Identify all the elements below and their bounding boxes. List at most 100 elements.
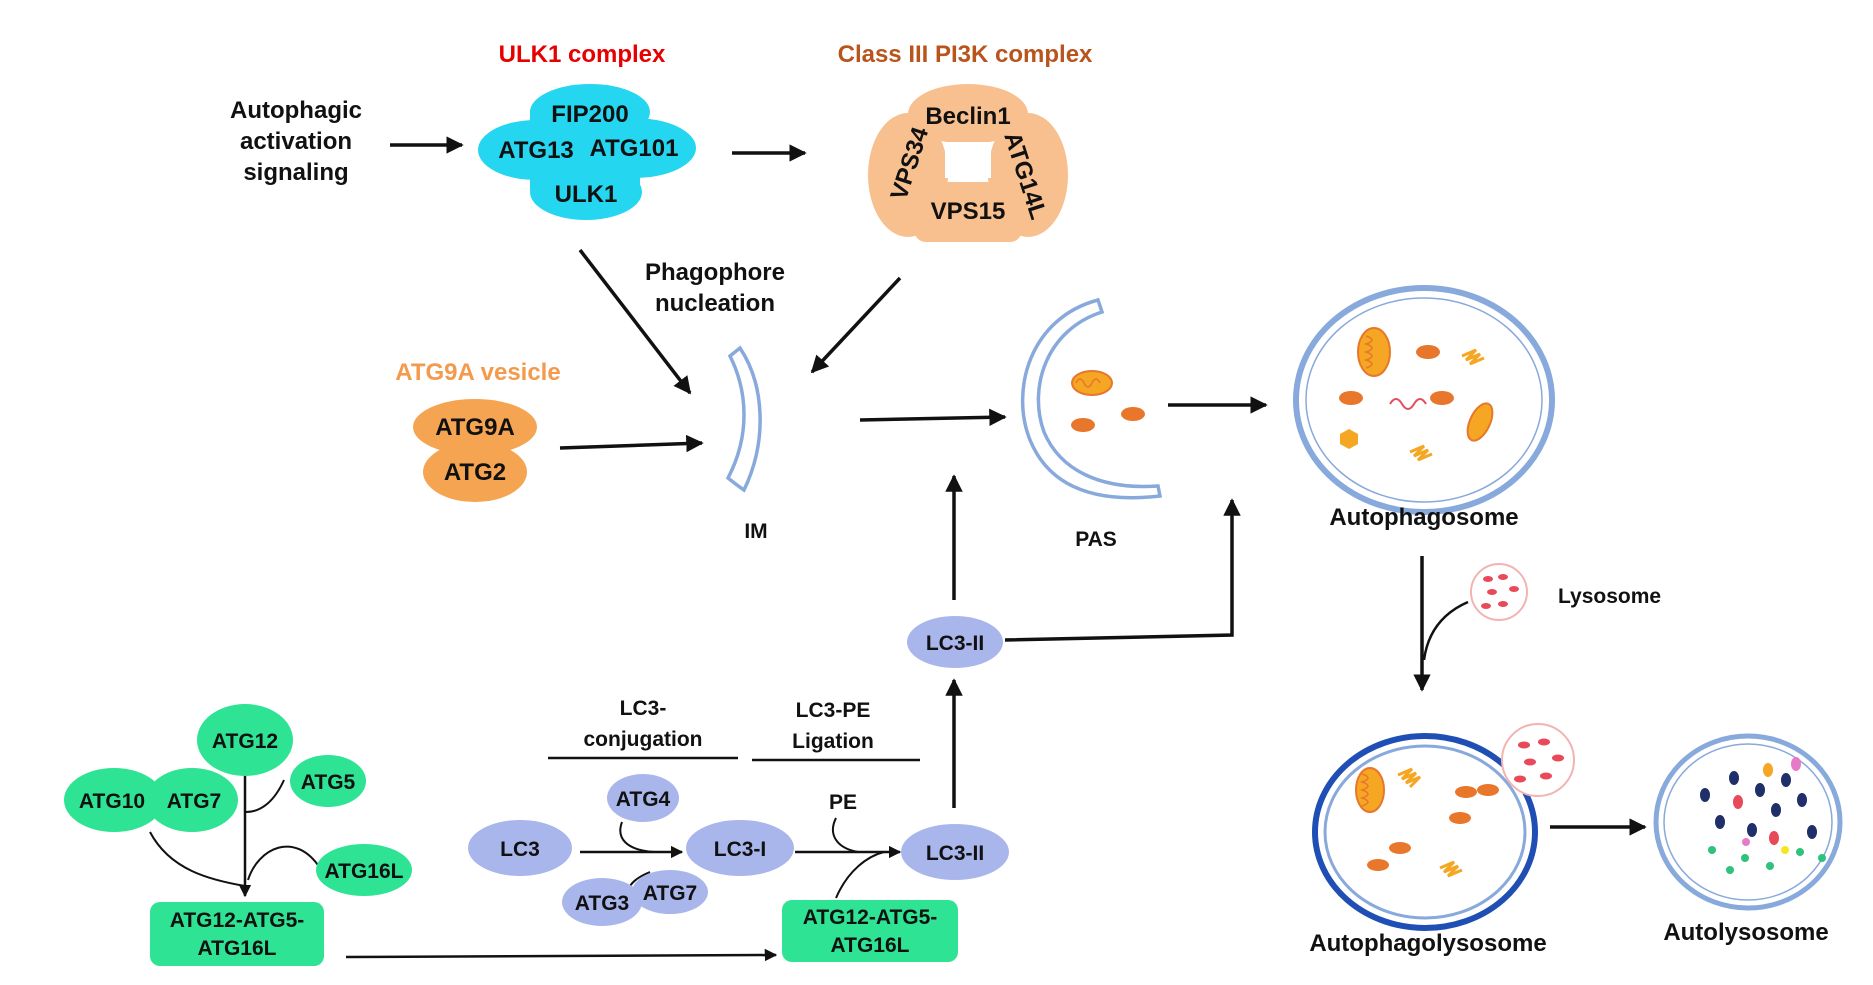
autophagolysosome-structure <box>1312 723 1575 931</box>
atg5-blob <box>290 755 366 807</box>
al-dot-6 <box>1715 815 1725 829</box>
atg12-complex-line-1: ATG12-ATG5- <box>170 909 305 932</box>
atg2-blob <box>423 442 527 502</box>
atg7-blob <box>146 768 238 832</box>
atg7-small-blob <box>632 870 708 914</box>
atg4-label: ATG4 <box>616 788 671 811</box>
pi3k-center <box>945 142 991 178</box>
atg10-blob <box>64 768 164 832</box>
fip200-label: FIP200 <box>551 101 628 128</box>
autophagolysosome-inner <box>1323 744 1527 920</box>
atg12-label: ATG12 <box>212 730 278 753</box>
ap-cargo-3 <box>1430 391 1454 405</box>
fusing-enzyme-2 <box>1538 738 1550 746</box>
pas-cargo-2 <box>1071 418 1095 432</box>
lc3-conjugation-line-2: conjugation <box>584 728 703 751</box>
ap-cargo-2 <box>1339 391 1363 405</box>
al-dot-21 <box>1781 846 1789 854</box>
atg16l-blob <box>316 844 412 896</box>
apl-zigzag-2 <box>1439 860 1463 878</box>
al-dot-3 <box>1755 783 1765 797</box>
lysosome-enzyme-5 <box>1498 601 1508 607</box>
atg101-label: ATG101 <box>590 135 679 162</box>
lc3ii-upper-blob <box>907 616 1003 668</box>
lc3-conjugation-line-1: LC3- <box>620 697 667 720</box>
atg12-complex-line-2: ATG16L <box>198 937 277 960</box>
activation-line-3: signaling <box>243 159 348 186</box>
atg7-small-label: ATG7 <box>643 882 697 905</box>
apl-zigzag-1 <box>1397 767 1422 789</box>
lc3-atg12-complex-line-2: ATG16L <box>831 934 910 957</box>
autophagolysosome-label: Autophagolysosome <box>1309 930 1546 957</box>
apl-cargo-3 <box>1449 812 1471 824</box>
autophagosome-label: Autophagosome <box>1329 504 1518 531</box>
al-dot-1 <box>1700 788 1710 802</box>
arrow-atg9a-to-im <box>559 434 704 453</box>
apl-cargo-1 <box>1455 786 1477 798</box>
al-dot-17 <box>1796 848 1804 856</box>
autolysosome-label: Autolysosome <box>1663 919 1828 946</box>
fusing-enzyme-5 <box>1540 772 1552 780</box>
atg9a-blob <box>413 399 537 455</box>
phagophore-nucleation-label: Phagophore nucleation <box>645 259 785 317</box>
vps15-label: VPS15 <box>931 198 1006 225</box>
autophagosome-structure <box>1293 285 1555 515</box>
im-label: IM <box>744 520 767 543</box>
lc3-ligation-header: LC3-PE Ligation <box>752 699 920 762</box>
atg12-complex-box <box>150 902 324 966</box>
al-dot-5 <box>1797 793 1807 807</box>
ap-cargo-hexagon <box>1340 429 1358 449</box>
ap-squiggle-red <box>1389 398 1427 410</box>
lc3ii-blob <box>901 824 1009 880</box>
activation-line-2: activation <box>240 128 352 155</box>
autolysosome-inner <box>1663 743 1833 901</box>
ap-mitochondrion-1-cristae <box>1363 335 1373 369</box>
arrow-lc3ii-to-autophagosome <box>1004 498 1241 642</box>
lysosome-enzyme-4 <box>1487 589 1497 595</box>
pas-membrane <box>1020 297 1163 500</box>
fusing-enzyme-6 <box>1514 775 1526 783</box>
ulk1-core <box>530 110 640 190</box>
atg4-curve <box>619 821 655 853</box>
atg9a-vesicle-title: ATG9A vesicle <box>395 359 560 386</box>
arrow-im-to-pas <box>859 408 1007 427</box>
activation-line-1: Autophagic <box>230 97 362 124</box>
vps15-blob <box>914 182 1022 242</box>
lc3-ligation-line-1: LC3-PE <box>796 699 871 722</box>
nucleation-line-1: Phagophore <box>645 259 785 286</box>
nucleation-line-2: nucleation <box>655 290 775 317</box>
al-dot-2 <box>1729 771 1739 785</box>
al-dot-20 <box>1742 838 1750 846</box>
lc3-atg12-complex-line-1: ATG12-ATG5- <box>803 906 938 929</box>
lysosome-enzyme-2 <box>1498 574 1508 580</box>
al-dot-10 <box>1733 795 1743 809</box>
atg3-label: ATG3 <box>575 892 629 915</box>
atg3-atg7-curve <box>629 871 651 887</box>
autolysosome-structure <box>1653 733 1843 911</box>
pe-curve <box>831 817 859 853</box>
al-dot-14 <box>1708 846 1716 854</box>
fusing-enzyme-4 <box>1524 758 1536 766</box>
lc3-ligation-line-2: Ligation <box>792 730 874 753</box>
atg4-blob <box>607 774 679 822</box>
al-dot-9 <box>1807 825 1817 839</box>
pas-structure <box>1020 297 1163 500</box>
al-dot-13 <box>1763 763 1773 777</box>
al-dot-18 <box>1818 854 1826 862</box>
fusing-lysosome <box>1501 723 1575 797</box>
atg2-label: ATG2 <box>444 459 506 486</box>
atg10-curve <box>149 831 246 887</box>
lysosome-membrane <box>1470 563 1528 621</box>
lc3ii-upper-label: LC3-II <box>926 632 984 655</box>
al-dot-7 <box>1747 823 1757 837</box>
ulk1-label: ULK1 <box>555 181 618 208</box>
lysosome-enzyme-6 <box>1481 603 1491 609</box>
fusing-enzyme-3 <box>1552 754 1564 762</box>
pi3k-complex: Class III PI3K complex Beclin1 VPS34 ATG… <box>838 41 1093 242</box>
al-dot-19 <box>1726 866 1734 874</box>
apl-cargo-4 <box>1389 842 1411 854</box>
atg5-label: ATG5 <box>301 771 356 794</box>
atg5-curve <box>245 779 285 813</box>
atg12-blob <box>197 704 293 776</box>
